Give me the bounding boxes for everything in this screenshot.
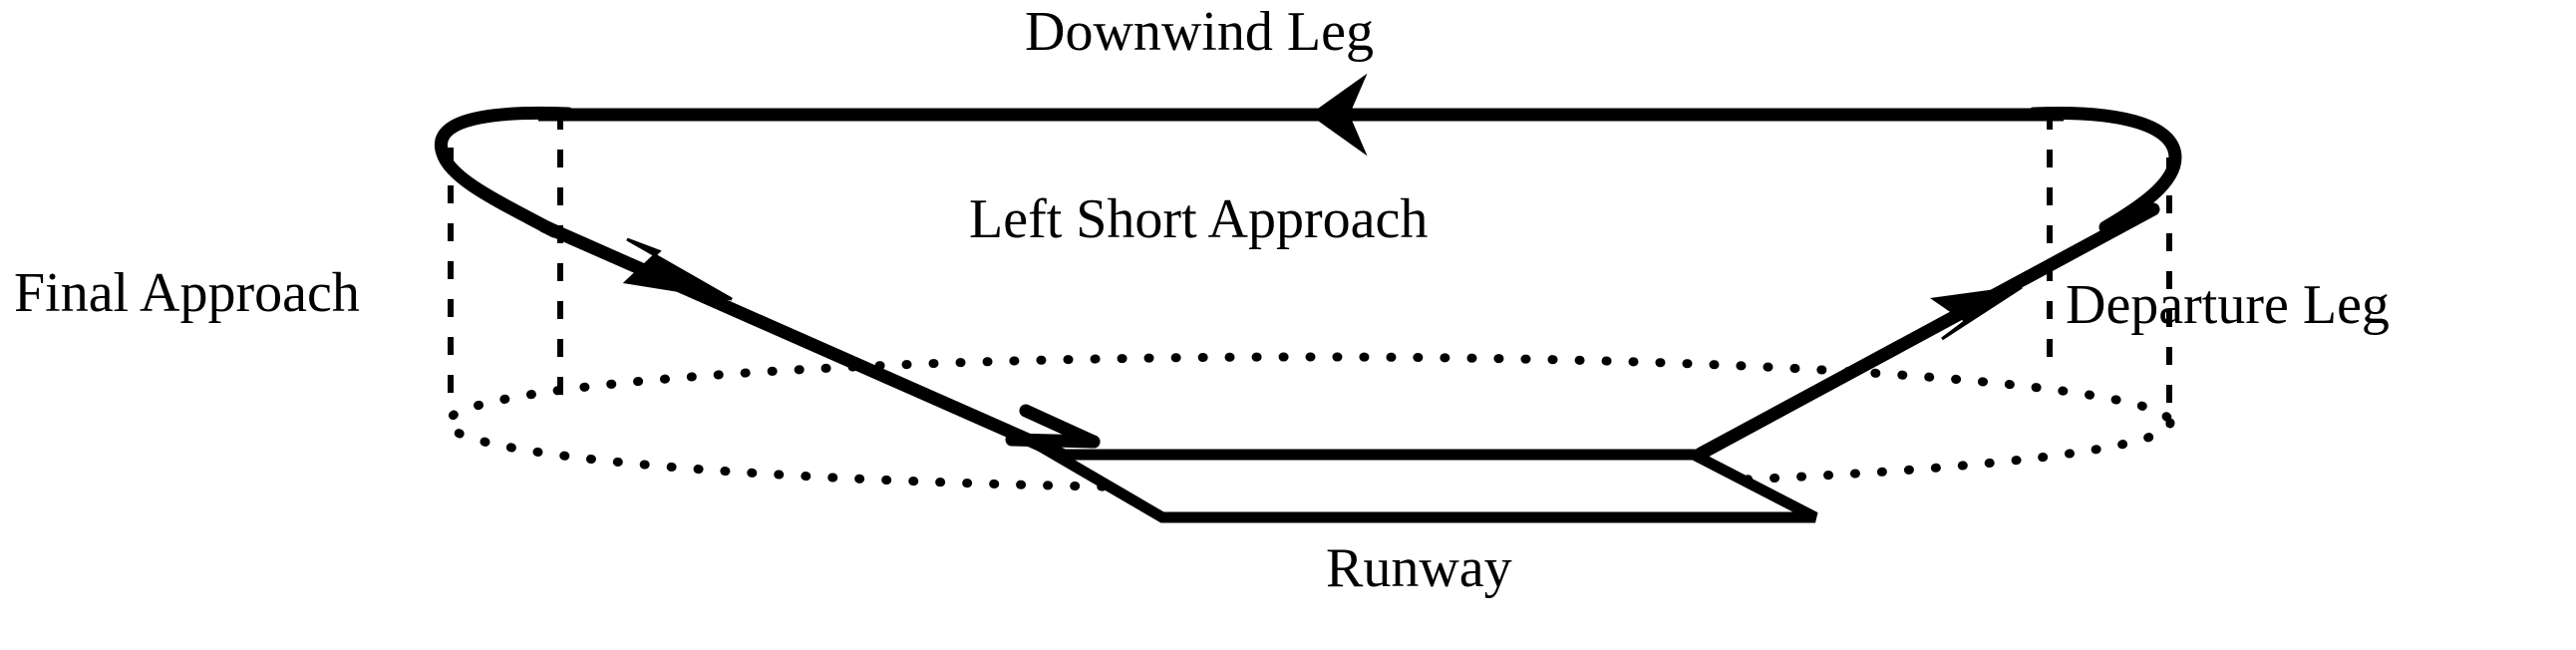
label-final-approach: Final Approach [14,262,360,324]
label-downwind-leg: Downwind Leg [1025,1,1374,63]
altitude-guide-lines [448,112,2172,427]
left-turn-path [435,106,575,238]
downwind-arrowhead-icon [1309,73,1368,157]
right-turn-path [2027,107,2182,234]
label-departure-leg: Departure Leg [2066,274,2390,336]
label-runway: Runway [1326,537,1512,599]
final-approach-arrowhead-icon [622,237,733,301]
departure-arrowhead-icon [1929,285,2023,341]
departure-leg-path [1694,202,2160,461]
final-approach-path [537,219,1076,465]
runway-shape [1034,449,1818,523]
label-left-short-approach: Left Short Approach [969,188,1429,250]
runway-direction-arrowhead-icon [1005,404,1101,449]
